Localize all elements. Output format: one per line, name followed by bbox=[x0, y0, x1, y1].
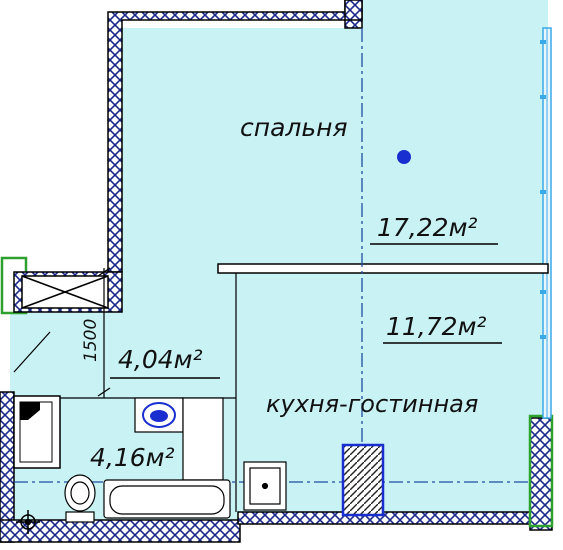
dimension-line bbox=[97, 267, 111, 398]
kitchen-area: 11,72м² bbox=[386, 312, 486, 341]
bathroom-door-frame bbox=[13, 395, 61, 469]
toilet bbox=[64, 474, 96, 523]
kitchen-sink bbox=[243, 461, 287, 511]
partition-wall bbox=[217, 263, 549, 274]
right-window bbox=[540, 27, 552, 419]
bedroom-name: спальня bbox=[240, 113, 348, 142]
bathroom-sink bbox=[134, 397, 224, 481]
bathroom-area: 4,16м² bbox=[90, 443, 175, 472]
hall-closet-block bbox=[13, 271, 123, 313]
dimension-label: 1500 bbox=[81, 319, 101, 362]
bedroom-area: 17,22м² bbox=[377, 213, 477, 242]
ceiling-lamp-dot bbox=[397, 150, 411, 164]
floor-area bbox=[10, 0, 548, 520]
kitchen-name: кухня-гостинная bbox=[266, 390, 478, 418]
bathtub bbox=[103, 479, 231, 519]
hallway-area: 4,04м² bbox=[118, 345, 203, 374]
utility-shaft bbox=[341, 443, 385, 517]
floor-drain-symbol bbox=[16, 510, 40, 534]
